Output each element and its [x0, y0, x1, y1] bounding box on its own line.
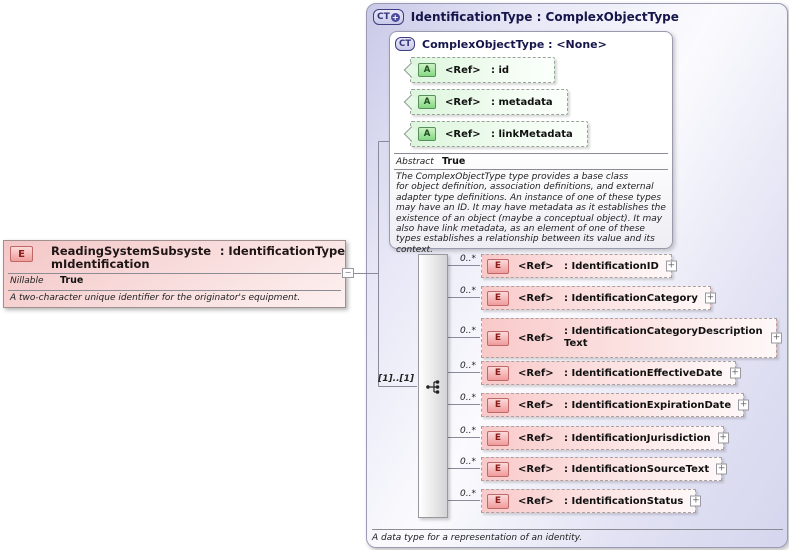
cardinality-label: 0..* — [460, 457, 476, 467]
element-type: : IdentificationEffectiveDate — [564, 367, 723, 379]
cardinality-label: 0..* — [460, 489, 476, 499]
attribute-list: A <Ref> : id A <Ref> : metadata A <Ref> … — [410, 57, 588, 153]
sequence-bar[interactable] — [418, 254, 448, 518]
divider — [8, 273, 341, 274]
expand-icon[interactable]: + — [717, 432, 729, 444]
element-badge: E — [487, 430, 509, 446]
element-row[interactable]: E <Ref> : IdentificationEffectiveDate + — [481, 361, 741, 385]
element-node-reading-system[interactable]: E ReadingSystemSubsystemIdentification :… — [3, 240, 354, 308]
expand-icon[interactable]: + — [738, 399, 750, 411]
attribute-ref: <Ref> — [445, 96, 481, 108]
collapse-icon[interactable]: − — [342, 268, 354, 278]
sequence-icon — [426, 380, 440, 394]
element-badge: E — [487, 461, 509, 477]
element-ref: <Ref> — [518, 367, 554, 379]
ct-badge-label: CT — [377, 12, 390, 22]
expand-icon[interactable]: + — [729, 367, 741, 379]
attribute-row[interactable]: A <Ref> : metadata — [410, 89, 568, 115]
element-badge: E — [487, 493, 509, 509]
element-ref: <Ref> — [518, 495, 554, 507]
element-type: : IdentificationStatus — [564, 495, 684, 507]
cardinality-label: 0..* — [460, 361, 476, 371]
node-title: E ReadingSystemSubsystemIdentification :… — [10, 245, 345, 271]
complex-type-name: IdentificationType : ComplexObjectType — [410, 10, 679, 24]
attribute-row[interactable]: A <Ref> : linkMetadata — [410, 121, 588, 147]
element-ref: <Ref> — [518, 292, 554, 304]
property-label: Abstract — [396, 157, 434, 167]
attribute-badge: A — [418, 63, 436, 77]
plus-icon: + — [390, 12, 400, 22]
attribute-ref: <Ref> — [445, 64, 481, 76]
divider — [394, 169, 668, 170]
property-value: True — [442, 156, 466, 167]
property-label: Nillable — [10, 276, 44, 286]
attribute-type: : id — [491, 64, 510, 76]
element-row[interactable]: E <Ref> : IdentificationID + — [481, 254, 677, 278]
attribute-type: : linkMetadata — [491, 128, 573, 140]
attribute-row[interactable]: A <Ref> : id — [410, 57, 555, 83]
nillable-row: Nillable True — [10, 275, 83, 286]
abstract-row: Abstract True — [396, 156, 465, 167]
element-badge: E — [487, 397, 509, 413]
element-badge: E — [487, 290, 509, 306]
element-row[interactable]: E <Ref> : IdentificationCategory + — [481, 286, 716, 310]
attribute-ref: <Ref> — [445, 128, 481, 140]
element-ref: <Ref> — [518, 463, 554, 475]
cardinality-label: 0..* — [460, 254, 476, 264]
cardinality-label: 0..* — [460, 393, 476, 403]
base-type-name: ComplexObjectType : <None> — [422, 37, 607, 51]
element-type: : IdentificationExpirationDate — [564, 399, 732, 411]
element-ref: <Ref> — [518, 432, 554, 444]
base-type-doc: The ComplexObjectType type provides a ba… — [396, 172, 666, 255]
divider — [8, 290, 341, 291]
element-doc: A two-character unique identifier for th… — [10, 293, 301, 303]
divider — [372, 529, 783, 530]
base-type-title: CT ComplexObjectType : <None> — [395, 37, 607, 51]
sequence-cardinality: [1]..[1] — [378, 374, 414, 384]
cardinality-label: 0..* — [460, 326, 476, 336]
element-badge: E — [10, 246, 33, 262]
complex-type-box[interactable]: CT + IdentificationType : ComplexObjectT… — [366, 3, 788, 548]
element-name: ReadingSystemSubsystemIdentification — [51, 244, 212, 271]
property-value: True — [60, 275, 84, 286]
ct-badge: CT — [395, 37, 416, 51]
attribute-badge: A — [418, 127, 436, 141]
base-type-box[interactable]: CT ComplexObjectType : <None> A <Ref> : … — [389, 31, 673, 255]
element-row[interactable]: E <Ref> : IdentificationStatus + — [481, 489, 702, 513]
element-row[interactable]: E <Ref> : IdentificationJurisdiction + — [481, 426, 729, 450]
element-ref: <Ref> — [518, 332, 554, 344]
expand-icon[interactable]: + — [690, 495, 702, 507]
element-badge: E — [487, 330, 509, 346]
element-type: : IdentificationJurisdiction — [564, 432, 711, 444]
element-row[interactable]: E <Ref> : IdentificationCategoryDescript… — [481, 318, 782, 358]
expand-icon[interactable]: + — [716, 463, 728, 475]
complex-type-title: CT + IdentificationType : ComplexObjectT… — [373, 9, 679, 25]
element-row[interactable]: E <Ref> : IdentificationSourceText + — [481, 457, 728, 481]
element-type: : IdentificationCategory — [564, 292, 698, 304]
expand-icon[interactable]: + — [771, 332, 782, 344]
element-ref: <Ref> — [518, 260, 554, 272]
divider — [394, 153, 668, 154]
cardinality-label: 0..* — [460, 426, 476, 436]
complex-type-badge: CT + — [373, 9, 404, 25]
element-ref: <Ref> — [518, 399, 554, 411]
attribute-type: : metadata — [491, 96, 553, 108]
complex-type-doc: A data type for a representation of an i… — [372, 533, 583, 543]
attribute-badge: A — [418, 95, 436, 109]
element-type: : IdentificationSourceText — [564, 463, 710, 475]
element-type: : IdentificationCategoryDescriptionText — [564, 326, 763, 349]
element-badge: E — [487, 365, 509, 381]
element-badge: E — [487, 258, 509, 274]
expand-icon[interactable]: + — [665, 260, 677, 272]
expand-icon[interactable]: + — [704, 292, 716, 304]
element-row[interactable]: E <Ref> : IdentificationExpirationDate + — [481, 393, 750, 417]
element-type: : IdentificationID — [564, 260, 659, 272]
cardinality-label: 0..* — [460, 286, 476, 296]
element-type: : IdentificationType — [219, 244, 345, 258]
